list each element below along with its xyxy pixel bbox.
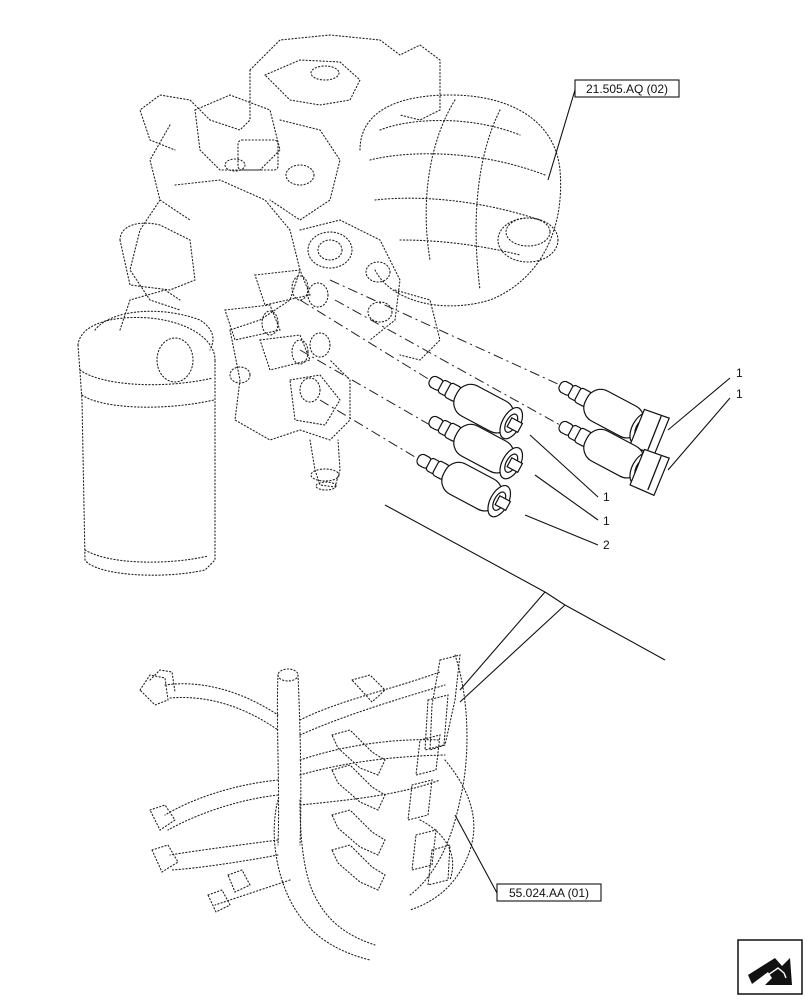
view-connector <box>384 504 666 703</box>
next-page-arrow-icon[interactable] <box>737 939 803 995</box>
solenoid-valve-left-bottom <box>416 453 512 518</box>
alignment-lines <box>299 279 561 461</box>
solenoid-valve-left-middle <box>428 415 524 480</box>
callout-item-1c: 1 <box>603 490 610 504</box>
solenoid-valve-right-bottom <box>558 420 671 497</box>
callout-item-1b: 1 <box>736 387 743 401</box>
callout-item-1a: 1 <box>736 366 743 380</box>
callout-item-2: 2 <box>603 538 610 552</box>
ref-label-harness: 55.024.AA (01) <box>509 886 589 900</box>
ref-box-valve-block[interactable]: 21.505.AQ (02) <box>574 79 680 98</box>
ref-label-valve-block: 21.505.AQ (02) <box>586 82 668 96</box>
solenoid-valve-left-top <box>428 375 524 440</box>
harness-leader <box>454 814 498 894</box>
valve-block-assembly <box>77 34 562 576</box>
ref-box-harness[interactable]: 55.024.AA (01) <box>496 883 602 902</box>
callout-item-1d: 1 <box>603 514 610 528</box>
callout-leaders <box>524 89 731 546</box>
solenoid-valve-group <box>416 375 671 518</box>
wiring-harness <box>139 654 475 961</box>
solenoid-valve-right-top <box>558 380 671 457</box>
